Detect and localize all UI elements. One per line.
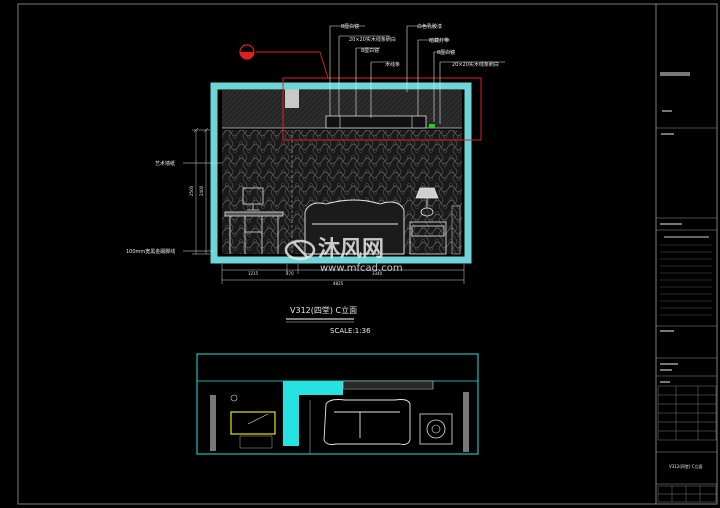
elevation-title: V312(四堂) C立面 [290,305,357,315]
watermark: 沐风网 www.mfcad.com [284,237,403,274]
dim-vertical-2500: 2500 [189,185,194,196]
drawing-frame [17,3,718,505]
title-block: V312(四堂) C立面 [656,72,717,503]
table-lamp [409,187,447,255]
desk-with-monitor [224,187,284,254]
callout-white-mirror-3: 8厘白镜 [437,49,455,56]
callout-art-wallpaper: 艺术墙纸 [155,160,175,167]
watermark-logo-icon [284,239,316,261]
elevation-view: 8厘白镜 20×20实木线条刷白 8厘白镜 木线条 白色乳胶漆 暗藏灯带 8厘白… [126,23,505,335]
callout-labels: 8厘白镜 20×20实木线条刷白 8厘白镜 木线条 白色乳胶漆 暗藏灯带 8厘白… [341,23,499,68]
callout-hidden-light-strip: 暗藏灯带 [429,37,449,44]
wall-outline [210,82,472,264]
dim-4825: 4825 [333,281,344,286]
vertical-dimensions [192,127,210,255]
callout-white-latex-paint: 白色乳胶漆 [417,23,442,30]
plan-desk [230,411,276,435]
title-block-table [657,385,717,441]
title-block-drawing-name: V312(四堂) C立面 [669,463,703,469]
callout-white-mirror-2: 8厘白镜 [361,47,379,54]
callout-wood-strip-1: 20×20实木线条刷白 [349,36,396,43]
callout-black-gold-skirting: 100mm宽黑金踢脚线 [126,248,175,255]
sofa [304,199,405,255]
detail-callout-box [282,77,482,141]
callout-white-mirror-1: 8厘白镜 [341,23,359,30]
dim-1215: 1215 [248,271,259,276]
callout-leaders [329,25,505,124]
dim-270: 270 [286,271,294,276]
horizontal-dimensions [221,264,465,284]
elevation-scale: SCALE:1:36 [330,327,371,335]
watermark-url: www.mfcad.com [320,263,403,274]
plan-view [196,353,479,455]
callout-wood-trim: 木线条 [385,61,400,68]
plan-sofa [323,399,411,445]
dim-vertical-2400: 2400 [199,185,204,196]
title-block-lines [660,244,712,316]
dim-3340: 3340 [372,271,383,276]
watermark-main: 沐风网 [318,237,384,262]
plan-nightstand [419,413,453,445]
callout-wood-strip-2: 20×20实木线条刷白 [452,61,499,68]
